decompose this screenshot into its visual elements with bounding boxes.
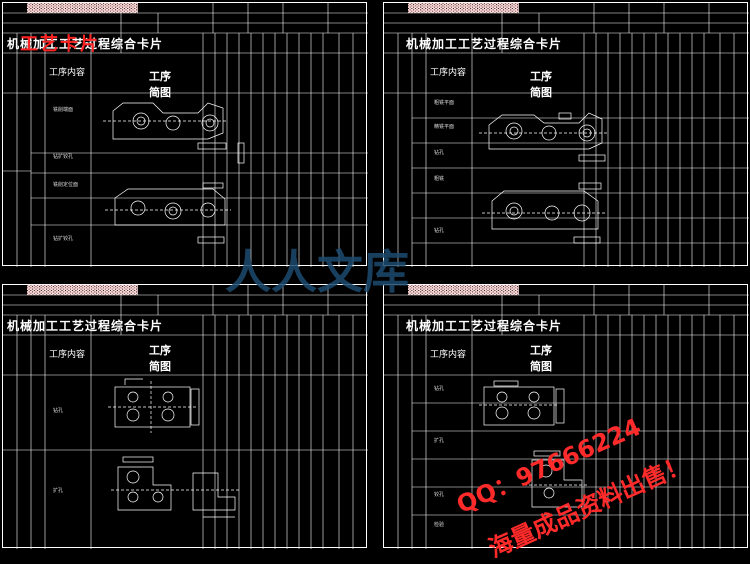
sheet-4-part-sketch-top xyxy=(479,380,565,426)
sheet-3-title: 机械加工工艺过程综合卡片 xyxy=(7,319,164,333)
sheet-1-part-sketch-top xyxy=(103,102,245,164)
sheet-2-step-7: 钻孔 xyxy=(434,228,445,234)
sheet-1-part-sketch-bottom xyxy=(105,182,231,244)
process-card-sheet-2: ▓▓▓▓▓▓▓▓▓▓▓▓▓▓▓▓ 机械加工工艺过程综合卡片 工序内容 工序简图 … xyxy=(383,2,749,267)
sheet-3-part-sketch-bottom xyxy=(111,456,241,518)
sheet-2-process-content-label: 工序内容 xyxy=(430,68,467,78)
sheet-4-step-3: 扩孔 xyxy=(434,438,445,444)
sheet-4-step-1: 钻孔 xyxy=(434,386,445,392)
watermark-logo: 人人文库 xyxy=(225,245,409,299)
sheet-3-sketch-label: 工序简图 xyxy=(149,344,171,373)
sheet-4-step-5: 铰孔 xyxy=(434,492,445,498)
red-overlay-label: 工艺卡片 xyxy=(20,34,100,55)
sheet-4-process-content-label: 工序内容 xyxy=(430,350,467,360)
sheet-2-part-sketch-top xyxy=(479,112,608,162)
sheet-1-grid xyxy=(3,3,368,267)
sheet-1-step-3: 钻扩铰孔 xyxy=(53,154,74,160)
sheet-3-step-2: 钻孔 xyxy=(53,408,64,414)
sheet-2-step-2: 精铣平面 xyxy=(434,124,455,130)
sheet-3-step-5: 扩孔 xyxy=(53,488,64,494)
sheet-2-school-header: ▓▓▓▓▓▓▓▓▓▓▓▓▓▓▓▓ xyxy=(408,4,519,14)
sheet-1-step-1: 铣削端面 xyxy=(53,107,74,113)
sheet-4-title: 机械加工工艺过程综合卡片 xyxy=(406,319,563,333)
sheet-1-process-content-label: 工序内容 xyxy=(49,68,86,78)
sheet-2-sketch-label: 工序简图 xyxy=(530,70,552,99)
sheet-1-school-header: ▓▓▓▓▓▓▓▓▓▓▓▓▓▓▓▓ xyxy=(27,4,138,14)
process-card-sheet-3: ▓▓▓▓▓▓▓▓▓▓▓▓▓▓▓▓ 机械加工工艺过程综合卡片 工序内容 工序简图 … xyxy=(2,284,368,549)
process-card-sheet-4: ▓▓▓▓▓▓▓▓▓▓▓▓▓▓▓▓ 机械加工工艺过程综合卡片 工序内容 工序简图 … xyxy=(383,284,749,549)
sheet-2-title: 机械加工工艺过程综合卡片 xyxy=(406,37,563,51)
sheet-3-grid xyxy=(3,285,368,549)
process-card-sheet-1: ▓▓▓▓▓▓▓▓▓▓▓▓▓▓▓▓ 机械加工工艺过程综合卡片 工序内容 工序简图 … xyxy=(2,2,368,267)
sheet-2-step-3: 钻孔 xyxy=(434,150,445,156)
sheet-2-part-sketch-bottom xyxy=(482,182,606,244)
sheet-1-title: 机械加工工艺过程综合卡片 xyxy=(7,37,164,51)
sheet-3-part-sketch-top xyxy=(108,378,200,433)
sheet-2-grid xyxy=(384,3,749,267)
sheet-4-school-header: ▓▓▓▓▓▓▓▓▓▓▓▓▓▓▓▓ xyxy=(408,286,519,296)
sheet-4-grid xyxy=(384,285,749,549)
sheet-4-part-sketch-bottom xyxy=(524,450,589,508)
sheet-2-step-1: 粗铣平面 xyxy=(434,100,455,106)
sheet-2-step-5: 粗铣 xyxy=(434,176,445,182)
sheet-4-sketch-label: 工序简图 xyxy=(530,344,552,373)
sheet-3-school-header: ▓▓▓▓▓▓▓▓▓▓▓▓▓▓▓▓ xyxy=(27,286,138,296)
sheet-3-process-content-label: 工序内容 xyxy=(49,350,86,360)
sheet-4-step-7: 检验 xyxy=(434,522,445,528)
sheet-1-step-5: 铣削定位面 xyxy=(53,182,79,188)
sheet-1-step-7: 钻扩铰孔 xyxy=(53,236,74,242)
sheet-1-sketch-label: 工序简图 xyxy=(149,70,171,99)
